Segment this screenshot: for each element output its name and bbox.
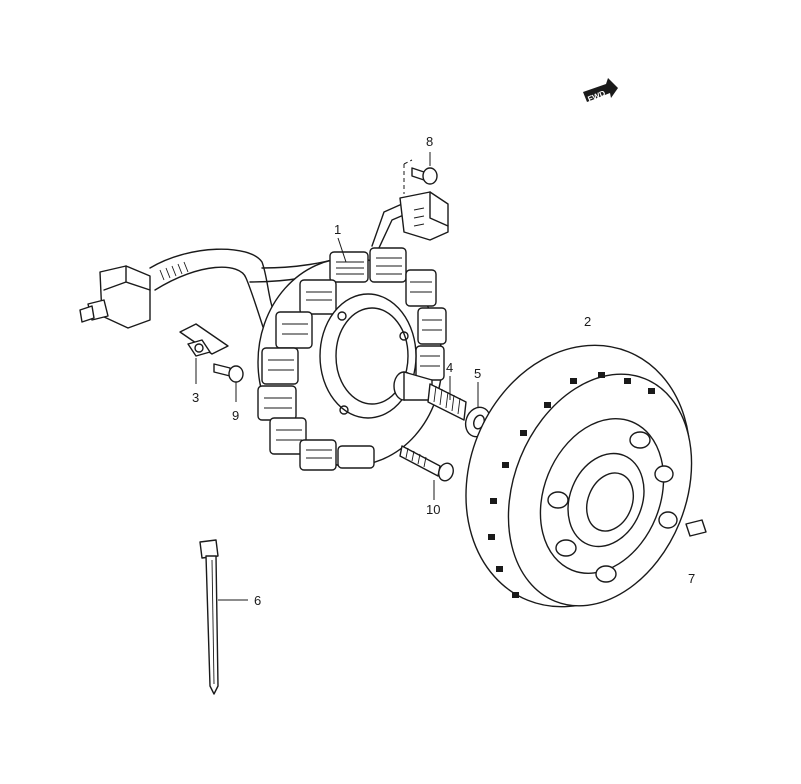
fwd-arrow-icon: FWD [583,78,618,104]
bolt-10 [399,445,454,482]
callout-8: 8 [426,134,433,149]
leader-lines [195,152,479,601]
callout-4: 4 [446,360,453,375]
woodruff-key [685,519,707,537]
bolt-8 [403,159,438,194]
screw-9 [213,363,244,383]
callouts: 1 2 3 4 5 6 7 8 9 10 [192,134,695,608]
callout-1: 1 [334,222,341,237]
callout-6: 6 [254,593,261,608]
callout-5: 5 [474,366,481,381]
rotor-shaft-stud [393,371,467,421]
callout-7: 7 [688,571,695,586]
callout-10: 10 [426,502,440,517]
stator-coil [257,247,447,471]
callout-9: 9 [232,408,239,423]
clamp-plate [179,323,229,357]
callout-3: 3 [192,390,199,405]
cable-tie [199,539,219,695]
wiring-harness [79,191,449,331]
rotor-flywheel [465,344,693,608]
callout-2: 2 [584,314,591,329]
